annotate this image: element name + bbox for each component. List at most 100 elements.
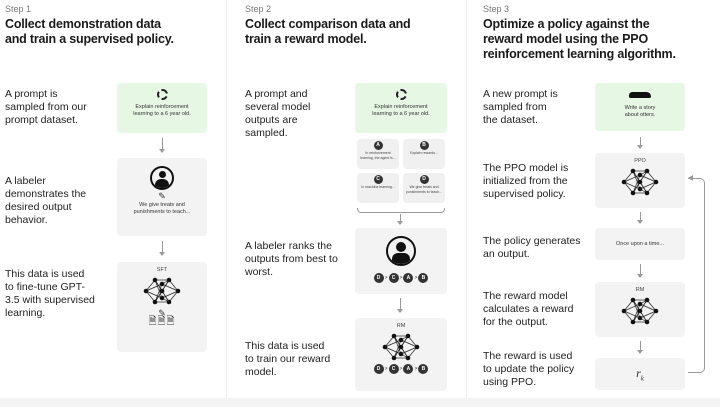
- neural-network-icon: [621, 297, 659, 325]
- arrow-down: [637, 137, 643, 149]
- step-3-title: Optimize a policy against the reward mod…: [483, 17, 676, 62]
- network-node: [405, 333, 411, 339]
- rank-item: B: [418, 273, 429, 283]
- step-1-title: Collect demonstration data and train a s…: [5, 17, 174, 47]
- pencil-icon: ✎: [158, 308, 166, 318]
- step-2-title: Collect comparison data and train a rewa…: [245, 17, 411, 47]
- network-edge: [646, 310, 657, 323]
- rank-item: B: [418, 364, 429, 374]
- title-line: and train a supervised policy.: [5, 32, 174, 46]
- rank-item: A: [403, 273, 414, 283]
- ranking: D>C>A>B: [355, 364, 447, 374]
- brace: [357, 208, 445, 213]
- option-letter: C: [373, 175, 383, 184]
- network-edge: [646, 181, 657, 194]
- neural-network-icon: [143, 277, 181, 305]
- network-node: [382, 344, 388, 350]
- rank-sep: >: [414, 275, 418, 281]
- network-node: [630, 297, 636, 303]
- network-node: [637, 172, 643, 178]
- network-edge: [623, 310, 641, 319]
- network-edge: [639, 303, 657, 312]
- option-text: We give treats and punishments to teach.…: [405, 185, 443, 194]
- network-edge: [623, 303, 641, 312]
- network-node: [637, 301, 643, 307]
- network-node: [621, 308, 627, 314]
- feedback-arrowhead: [688, 175, 693, 181]
- model-label: SFT: [156, 267, 168, 273]
- rank-sep: >: [384, 275, 388, 281]
- rm-model-box: RM D>C>A>B: [355, 318, 447, 391]
- network-edge: [384, 335, 395, 348]
- reward-box: rk: [595, 358, 685, 390]
- network-node: [644, 319, 650, 325]
- step-1-desc-3: This data is used to fine-tune GPT-3.5 w…: [5, 268, 95, 319]
- rank-item: C: [388, 364, 399, 374]
- step-3-desc-5: The reward is used to update the policy …: [483, 350, 575, 388]
- network-edge: [623, 181, 634, 194]
- output-text: Once upon a time...: [616, 241, 664, 247]
- option-text: Explain rewards...: [410, 151, 438, 155]
- model-label: RM: [396, 323, 406, 329]
- ranking-box: D>C>A>B: [355, 228, 447, 294]
- network-node: [398, 337, 404, 343]
- step-2-desc-3: This data is used to train our reward mo…: [245, 340, 331, 378]
- network-node: [637, 315, 643, 321]
- network-node: [398, 344, 404, 350]
- network-node: [152, 277, 158, 283]
- reward-symbol: r: [636, 366, 641, 380]
- sft-model-box: SFT ✎ 🗎🗎🗎: [117, 262, 207, 352]
- title-line: Collect comparison data and: [245, 17, 411, 31]
- network-node: [653, 308, 659, 314]
- network-edge: [632, 174, 641, 194]
- network-edge: [400, 346, 418, 355]
- network-edge: [145, 290, 163, 299]
- network-edge: [154, 279, 163, 299]
- network-node: [621, 179, 627, 185]
- rank-sep: >: [414, 366, 418, 372]
- network-edge: [632, 303, 641, 323]
- network-node: [644, 190, 650, 196]
- network-node: [391, 355, 397, 361]
- otter-icon: [629, 92, 651, 98]
- output-box: Once upon a time...: [595, 228, 685, 260]
- rank-sep: >: [384, 366, 388, 372]
- option-letter: A: [373, 141, 383, 150]
- network-edge: [161, 283, 179, 292]
- network-edge: [407, 346, 418, 359]
- network-edge: [646, 299, 657, 312]
- network-edge: [623, 170, 634, 183]
- network-node: [637, 308, 643, 314]
- option-letter: D: [419, 175, 429, 184]
- prompt-text: Explain reinforcement learning to a 6 ye…: [372, 104, 430, 117]
- feedback-loop-line: [688, 178, 705, 373]
- network-edge: [384, 339, 402, 348]
- step-2-desc-1: A prompt and several model outputs are s…: [245, 88, 311, 139]
- network-node: [391, 333, 397, 339]
- bottom-strip: [0, 398, 720, 407]
- option-text: In reinforcement learning, the agent is.…: [360, 151, 396, 160]
- model-label: RM: [635, 287, 645, 293]
- title-line: Collect demonstration data: [5, 17, 161, 31]
- network-edge: [168, 279, 179, 292]
- network-edge: [639, 181, 657, 190]
- network-node: [159, 295, 165, 301]
- step-3-label: Step 3: [483, 4, 510, 14]
- prompt-box: Explain reinforcement learning to a 6 ye…: [117, 83, 207, 133]
- network-node: [175, 288, 181, 294]
- rank-sep: >: [399, 275, 403, 281]
- pencil-icon: ✎: [158, 191, 166, 201]
- network-edge: [393, 335, 402, 355]
- column-divider: [226, 0, 227, 407]
- network-node: [166, 299, 172, 305]
- arrow-down: [159, 138, 165, 153]
- step-3-desc-3: The policy generates an output.: [483, 235, 581, 260]
- option-letter: B: [419, 141, 429, 150]
- labeler-avatar-icon: [386, 236, 416, 266]
- rank-sep: >: [399, 366, 403, 372]
- title-line: Optimize a policy against the: [483, 17, 650, 31]
- step-1-label: Step 1: [5, 4, 32, 14]
